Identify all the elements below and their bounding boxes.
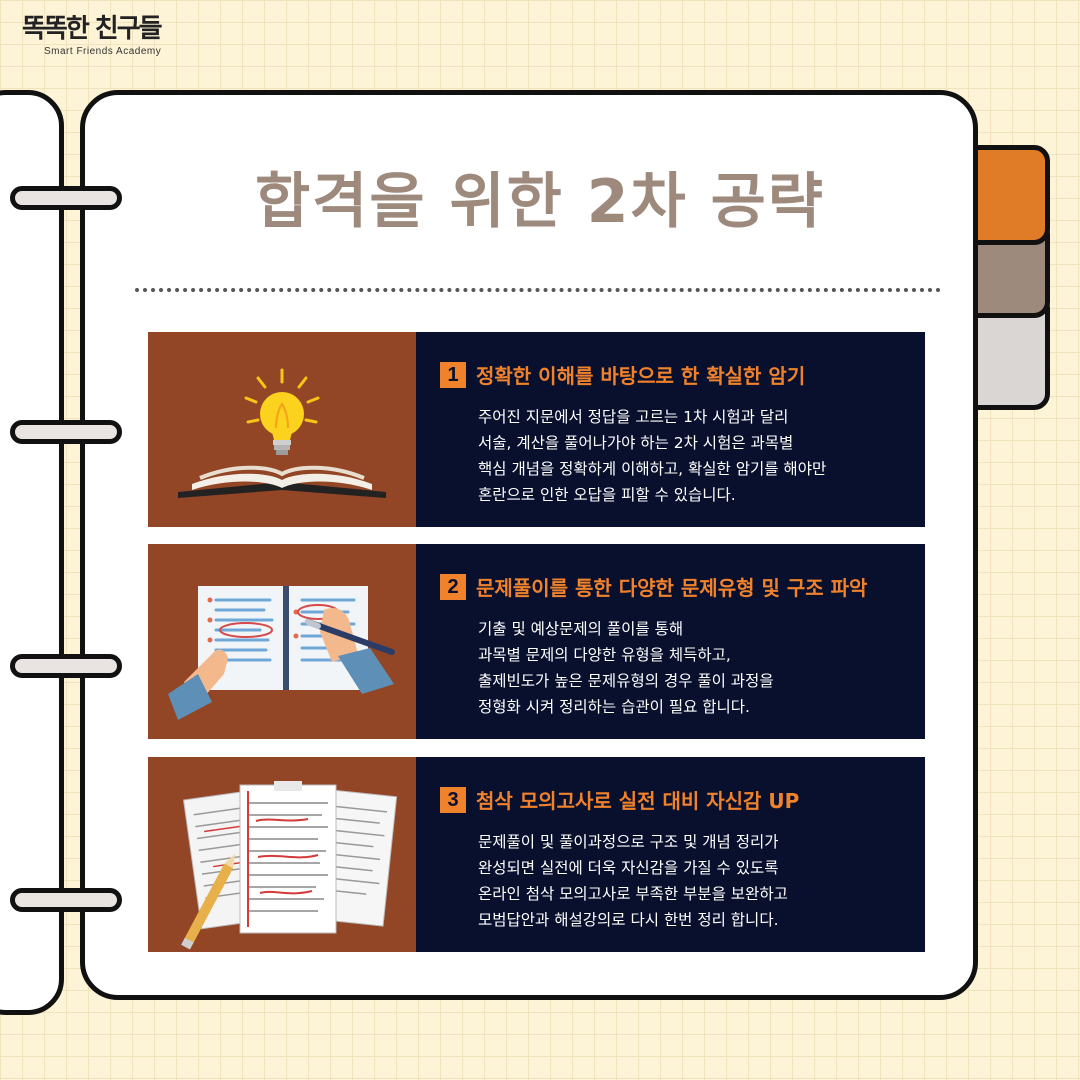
- description-line: 혼란으로 인한 오답을 피할 수 있습니다.: [478, 486, 736, 504]
- binder-ring: [10, 186, 122, 210]
- strategy-card-1: 1 정확한 이해를 바탕으로 한 확실한 암기 주어진 지문에서 정답을 고르는…: [148, 332, 925, 527]
- description-line: 과목별 문제의 다양한 유형을 체득하고,: [478, 646, 731, 664]
- card-title-text: 첨삭 모의고사로 실전 대비 자신감 UP: [476, 789, 800, 813]
- card-description: 주어진 지문에서 정답을 고르는 1차 시험과 달리 서술, 계산을 풀어나가야…: [478, 404, 826, 508]
- graded-papers-pencil-icon: [181, 781, 398, 950]
- binder-ring: [10, 654, 122, 678]
- logo-title: 똑똑한 친구들: [22, 14, 163, 44]
- dotted-divider: [135, 288, 941, 292]
- logo-subtitle: Smart Friends Academy: [44, 46, 162, 57]
- binder-ring: [10, 888, 122, 912]
- card-illustration: [148, 544, 416, 739]
- card-description: 문제풀이 및 풀이과정으로 구조 및 개념 정리가 완성되면 실전에 더욱 자신…: [478, 829, 788, 933]
- card-title-text: 문제풀이를 통한 다양한 문제유형 및 구조 파악: [476, 576, 868, 600]
- description-line: 온라인 첨삭 모의고사로 부족한 부분을 보완하고: [478, 885, 788, 903]
- number-badge: 2: [440, 573, 466, 600]
- description-line: 기출 및 예상문제의 풀이를 통해: [478, 620, 684, 638]
- description-line: 서술, 계산을 풀어나가야 하는 2차 시험은 과목별: [478, 434, 794, 452]
- strategy-card-2: 2 문제풀이를 통한 다양한 문제유형 및 구조 파악 기출 및 예상문제의 풀…: [148, 544, 925, 739]
- number-badge: 1: [440, 361, 466, 388]
- strategy-card-3: 3 첨삭 모의고사로 실전 대비 자신감 UP 문제풀이 및 풀이과정으로 구조…: [148, 757, 925, 952]
- binder-ring: [10, 420, 122, 444]
- description-line: 주어진 지문에서 정답을 고르는 1차 시험과 달리: [478, 408, 789, 426]
- page-title: 합격을 위한 2차 공략: [254, 167, 825, 237]
- card-title: 1 정확한 이해를 바탕으로 한 확실한 암기: [440, 360, 805, 389]
- card-content: 3 첨삭 모의고사로 실전 대비 자신감 UP 문제풀이 및 풀이과정으로 구조…: [416, 757, 925, 952]
- description-line: 출제빈도가 높은 문제유형의 경우 풀이 과정을: [478, 672, 774, 690]
- card-content: 1 정확한 이해를 바탕으로 한 확실한 암기 주어진 지문에서 정답을 고르는…: [416, 332, 925, 527]
- card-content: 2 문제풀이를 통한 다양한 문제유형 및 구조 파악 기출 및 예상문제의 풀…: [416, 544, 925, 739]
- brand-logo: 똑똑한 친구들 Smart Friends Academy: [22, 14, 202, 64]
- card-description: 기출 및 예상문제의 풀이를 통해 과목별 문제의 다양한 유형을 체득하고, …: [478, 616, 774, 720]
- description-line: 문제풀이 및 풀이과정으로 구조 및 개념 정리가: [478, 833, 779, 851]
- description-line: 완성되면 실전에 더욱 자신감을 가질 수 있도록: [478, 859, 779, 877]
- card-illustration: [148, 332, 416, 527]
- card-title: 2 문제풀이를 통한 다양한 문제유형 및 구조 파악: [440, 572, 867, 601]
- description-line: 정형화 시켜 정리하는 습관이 필요 합니다.: [478, 698, 750, 716]
- card-illustration: [148, 757, 416, 952]
- card-title: 3 첨삭 모의고사로 실전 대비 자신감 UP: [440, 785, 799, 814]
- hands-writing-notebook-icon: [168, 586, 395, 720]
- number-badge: 3: [440, 786, 466, 813]
- description-line: 핵심 개념을 정확하게 이해하고, 확실한 암기를 해야만: [478, 460, 827, 478]
- description-line: 모범답안과 해설강의로 다시 한번 정리 합니다.: [478, 911, 779, 929]
- back-page: [0, 90, 64, 1015]
- lightbulb-book-icon: [178, 368, 386, 498]
- card-title-text: 정확한 이해를 바탕으로 한 확실한 암기: [476, 364, 806, 388]
